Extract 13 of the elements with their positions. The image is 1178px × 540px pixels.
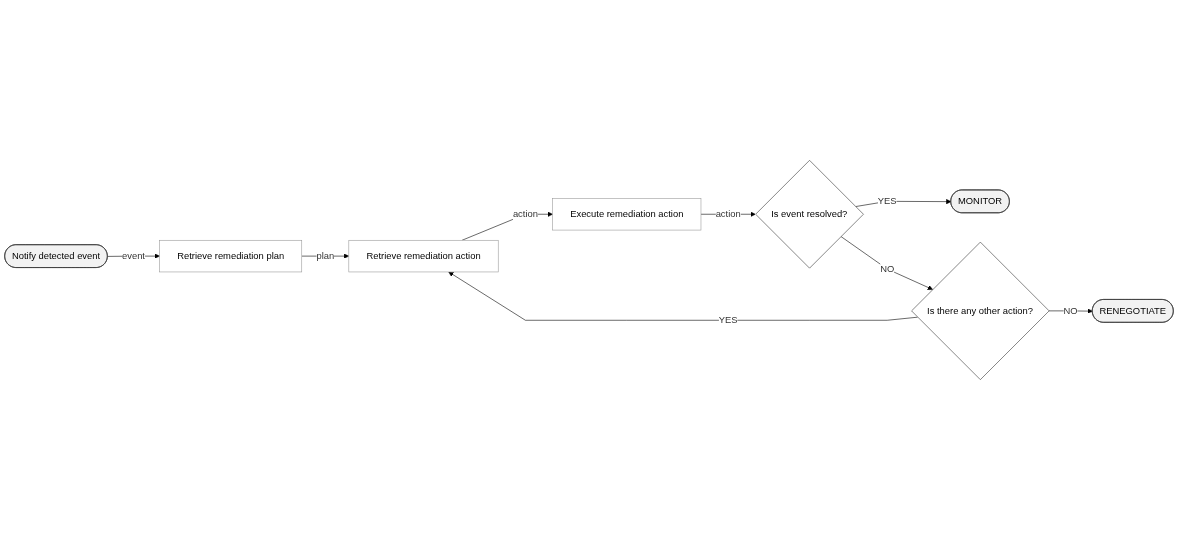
node-box: Retrieve remediation action xyxy=(348,240,499,273)
edge-label: action xyxy=(715,208,741,219)
node-box: Retrieve remediation plan xyxy=(159,240,303,273)
node-diamond: Is there any other action? xyxy=(911,241,1050,380)
edge-label: plan xyxy=(316,250,335,261)
edge-label: YES xyxy=(877,196,897,207)
edge-label: NO xyxy=(1063,305,1078,316)
edge-label: event xyxy=(122,250,145,261)
edge-label: YES xyxy=(718,314,738,325)
node-diamond: Is event resolved? xyxy=(755,160,864,269)
edge-label: action xyxy=(512,208,538,219)
edge-label: NO xyxy=(880,263,895,274)
node-box: Execute remediation action xyxy=(552,198,702,231)
